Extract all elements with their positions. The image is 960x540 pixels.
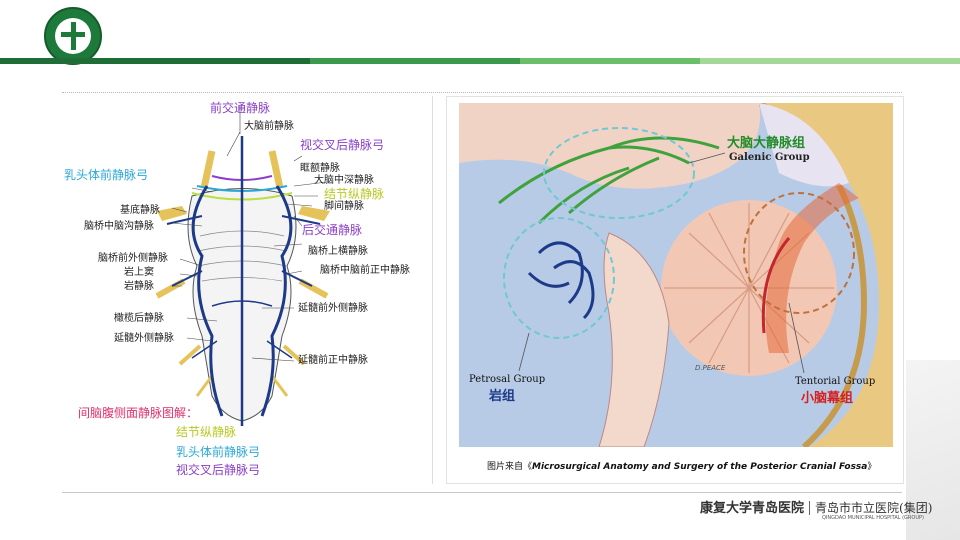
label-sup-petrosal-sinus: 岩上窦 bbox=[124, 267, 154, 278]
legend-item-nodal: 结节纵静脉 bbox=[176, 425, 237, 439]
posterior-fossa-illustration: 大脑大静脉组 Galenic Group Petrosal Group 岩组 T… bbox=[459, 103, 893, 447]
caption-prefix: 图片来自《 bbox=[487, 462, 533, 472]
artist-signature: D.PEACE bbox=[695, 364, 726, 372]
label-nodal-vein: 结节纵静脉 bbox=[324, 187, 385, 201]
hospital-name-1: 康复大学青岛医院 bbox=[700, 501, 805, 516]
caption-book-title: Microsurgical Anatomy and Surgery of the… bbox=[532, 462, 868, 472]
hospital-logo bbox=[44, 7, 102, 65]
galenic-group-en: Galenic Group bbox=[729, 152, 810, 163]
label-mamm-arch: 乳头体前静脉弓 bbox=[64, 168, 149, 182]
footer-separator bbox=[809, 500, 811, 515]
label-ant-mid-pontine-vein: 脑桥中脑前正中静脉 bbox=[320, 265, 410, 276]
dotted-divider bbox=[62, 92, 902, 93]
label-retro-olive-vein: 橄榄后静脉 bbox=[114, 313, 164, 324]
header-bar-segment bbox=[700, 58, 960, 64]
label-med-ant-lat-vein: 延髓前外侧静脉 bbox=[298, 303, 368, 314]
label-med-lat-vein: 延髓外侧静脉 bbox=[114, 333, 174, 344]
brainstem-vein-diagram: 前交通静脉 大脑前静脉 视交叉后静脉弓 乳头体前静脉弓 眶额静脉 大脑中深静脉 … bbox=[62, 96, 433, 484]
label-peduncular-vein: 脚间静脉 bbox=[324, 201, 364, 212]
legend-item-optic: 视交叉后静脉弓 bbox=[176, 463, 261, 477]
hospital-name-2: 青岛市市立医院(集团) bbox=[815, 501, 933, 515]
anatomy-figure-panel: 大脑大静脉组 Galenic Group Petrosal Group 岩组 T… bbox=[446, 96, 904, 484]
anatomy-drawing bbox=[459, 103, 893, 447]
label-ant-comm-vein: 前交通静脉 bbox=[210, 101, 271, 115]
hospital-name-2-en: QINGDAO MUNICIPAL HOSPITAL (GROUP) bbox=[822, 515, 924, 521]
legend-title: 间脑腹侧面静脉图解： bbox=[78, 406, 199, 420]
label-pontine-trans-vein: 脑桥上横静脉 bbox=[308, 246, 368, 257]
petrosal-group-cn: 岩组 bbox=[489, 389, 516, 404]
tentorial-group-cn: 小脑幕组 bbox=[801, 391, 854, 406]
label-post-comm-vein: 后交通静脉 bbox=[302, 223, 363, 237]
galenic-group-cn: 大脑大静脉组 bbox=[727, 136, 806, 151]
label-petrosal-vein: 岩静脉 bbox=[124, 281, 154, 292]
label-pontomesencephalic-vein: 脑桥中脑沟静脉 bbox=[84, 221, 154, 232]
bottom-divider bbox=[62, 492, 902, 493]
tentorial-group-en: Tentorial Group bbox=[795, 376, 876, 387]
label-ant-cerebral-vein: 大脑前静脉 bbox=[244, 121, 294, 132]
label-orbitofrontal-vein: 眶额静脉 bbox=[300, 163, 340, 174]
caption-suffix: 》 bbox=[867, 462, 877, 472]
figure-caption: 图片来自《Microsurgical Anatomy and Surgery o… bbox=[487, 459, 876, 472]
label-med-ant-mid-vein: 延髓前正中静脉 bbox=[298, 355, 368, 366]
label-deep-middle-vein: 大脑中深静脉 bbox=[314, 175, 374, 186]
label-optic-arch: 视交叉后静脉弓 bbox=[300, 138, 385, 152]
petrosal-group-en: Petrosal Group bbox=[469, 374, 546, 385]
brainstem-illustration bbox=[155, 106, 330, 426]
label-ant-lat-pontine-vein: 脑桥前外侧静脉 bbox=[98, 253, 168, 264]
label-basal-vein: 基底静脉 bbox=[120, 205, 160, 216]
footer-hospital-names: 康复大学青岛医院青岛市市立医院(集团) bbox=[700, 497, 932, 519]
corner-decoration bbox=[906, 360, 960, 540]
legend-item-mamm: 乳头体前静脉弓 bbox=[176, 445, 261, 459]
